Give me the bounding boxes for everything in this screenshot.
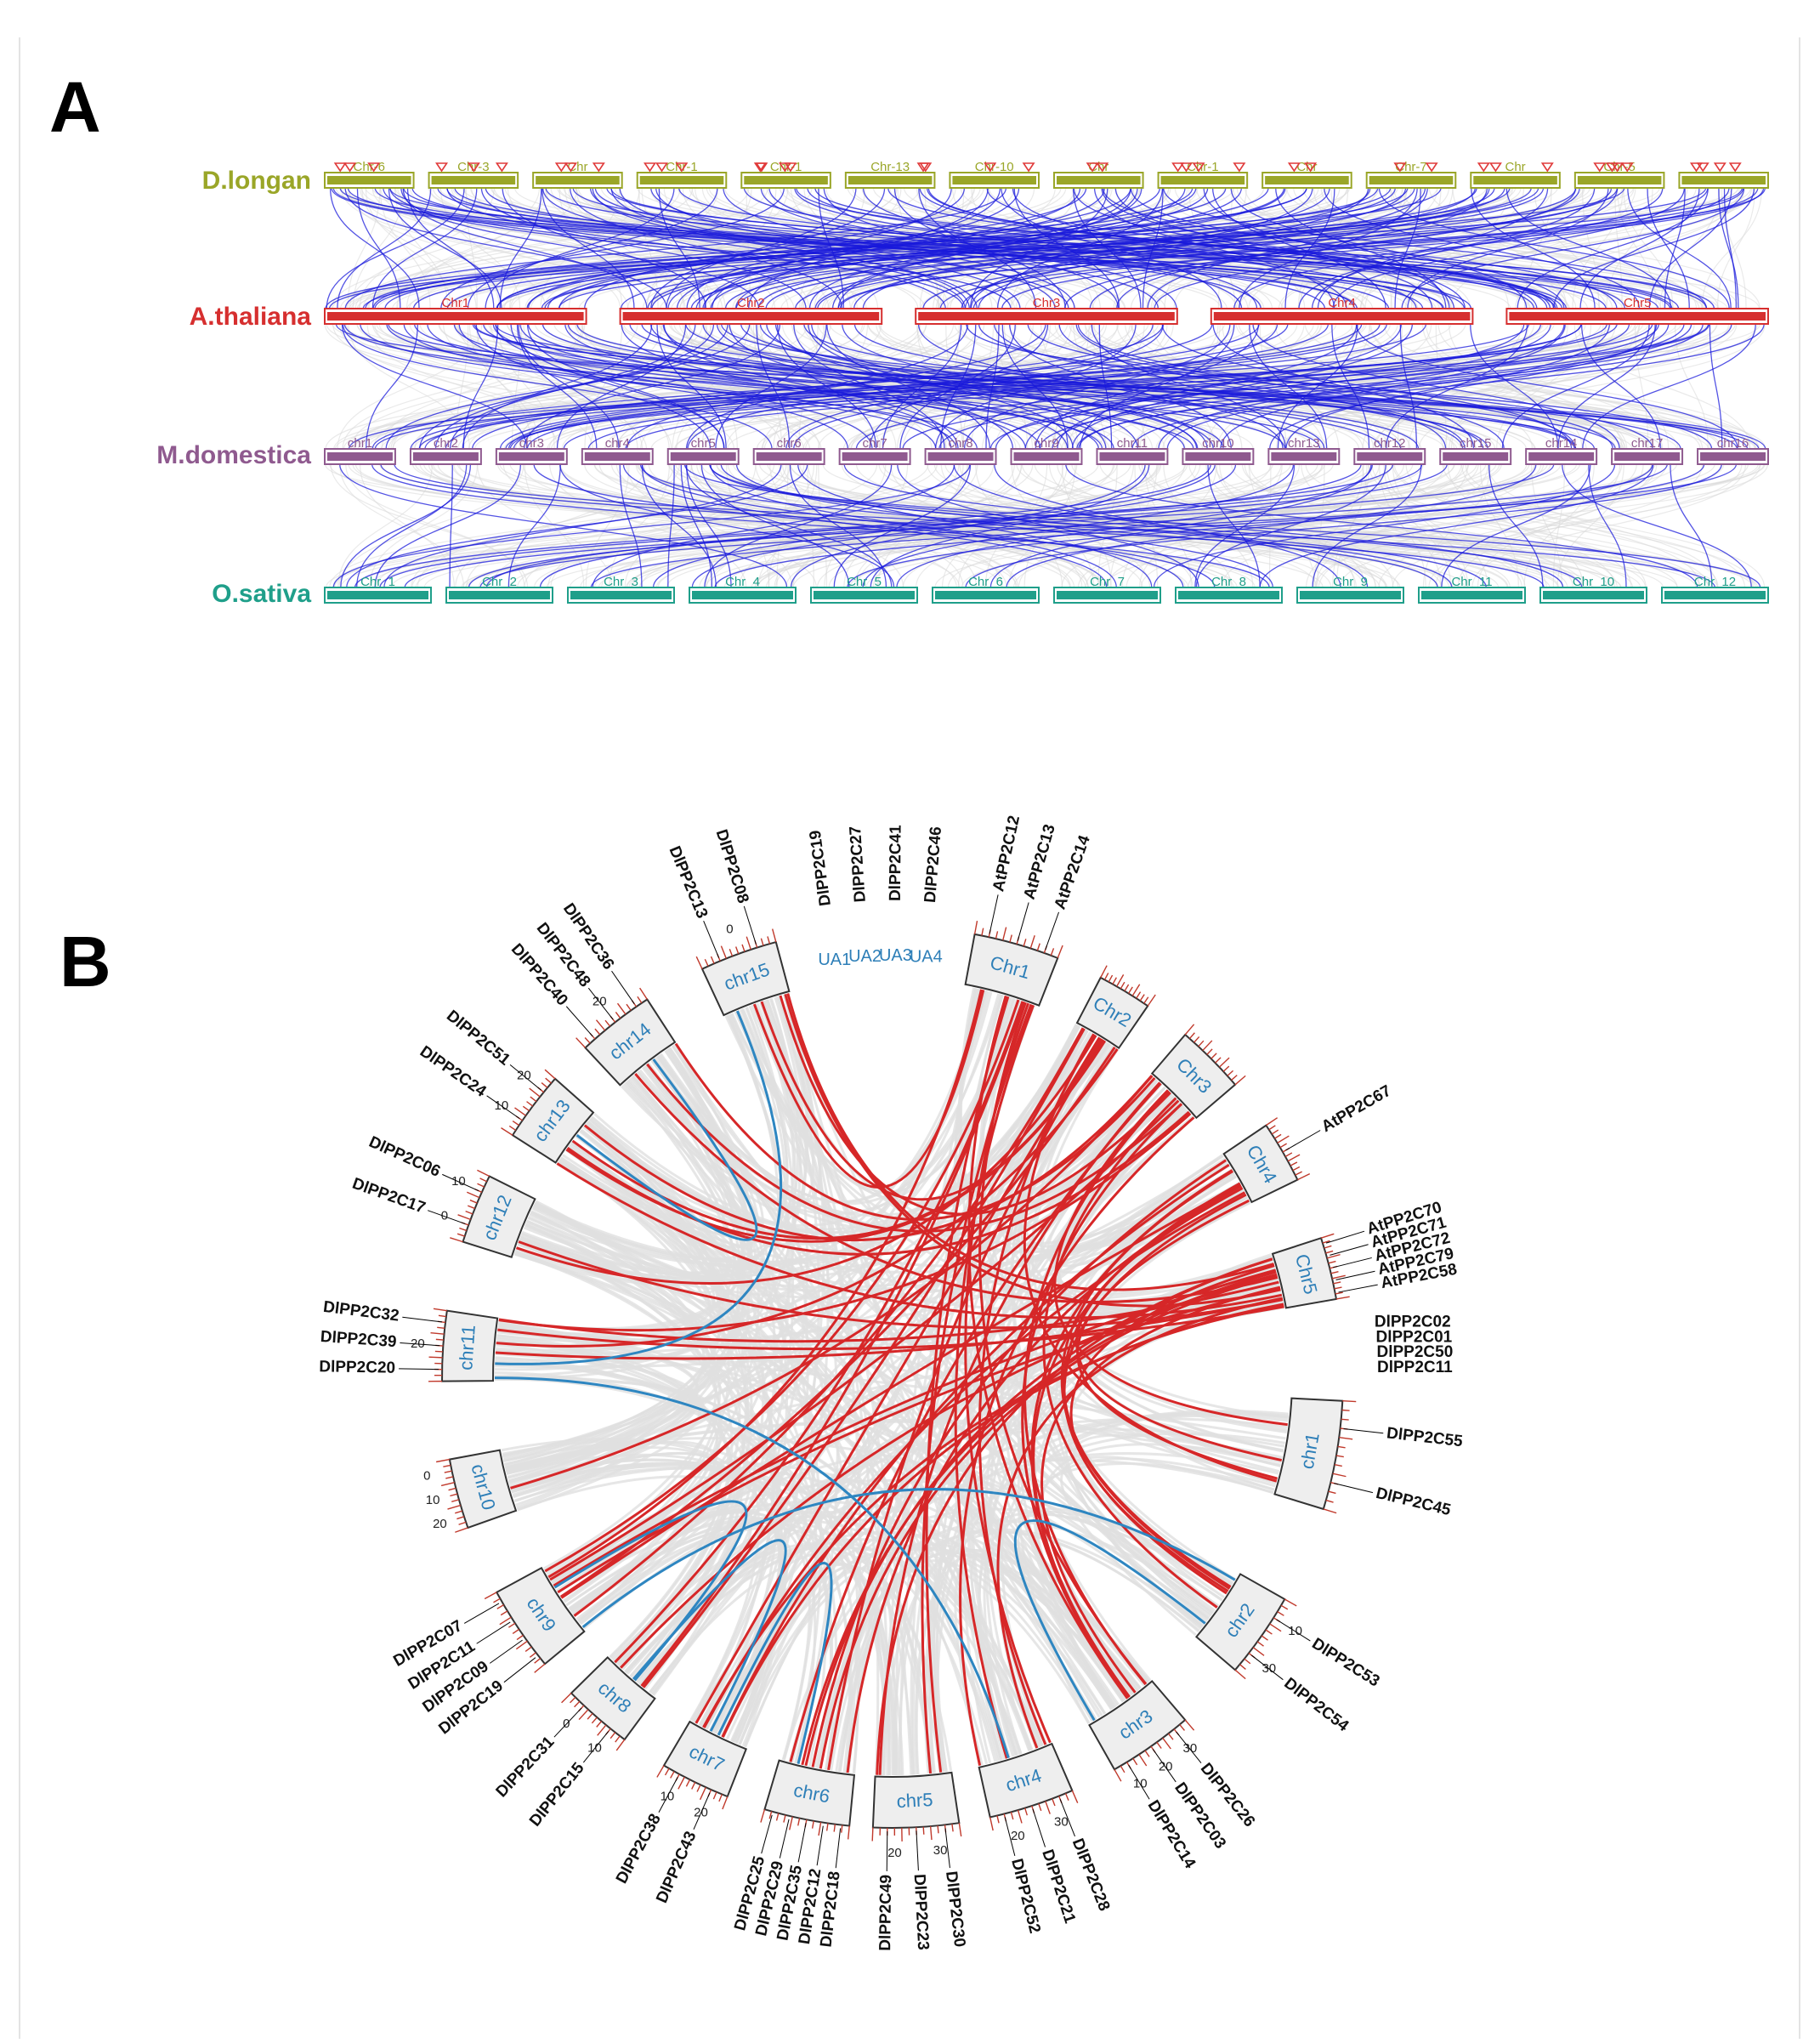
figure-border [19, 37, 1800, 2039]
